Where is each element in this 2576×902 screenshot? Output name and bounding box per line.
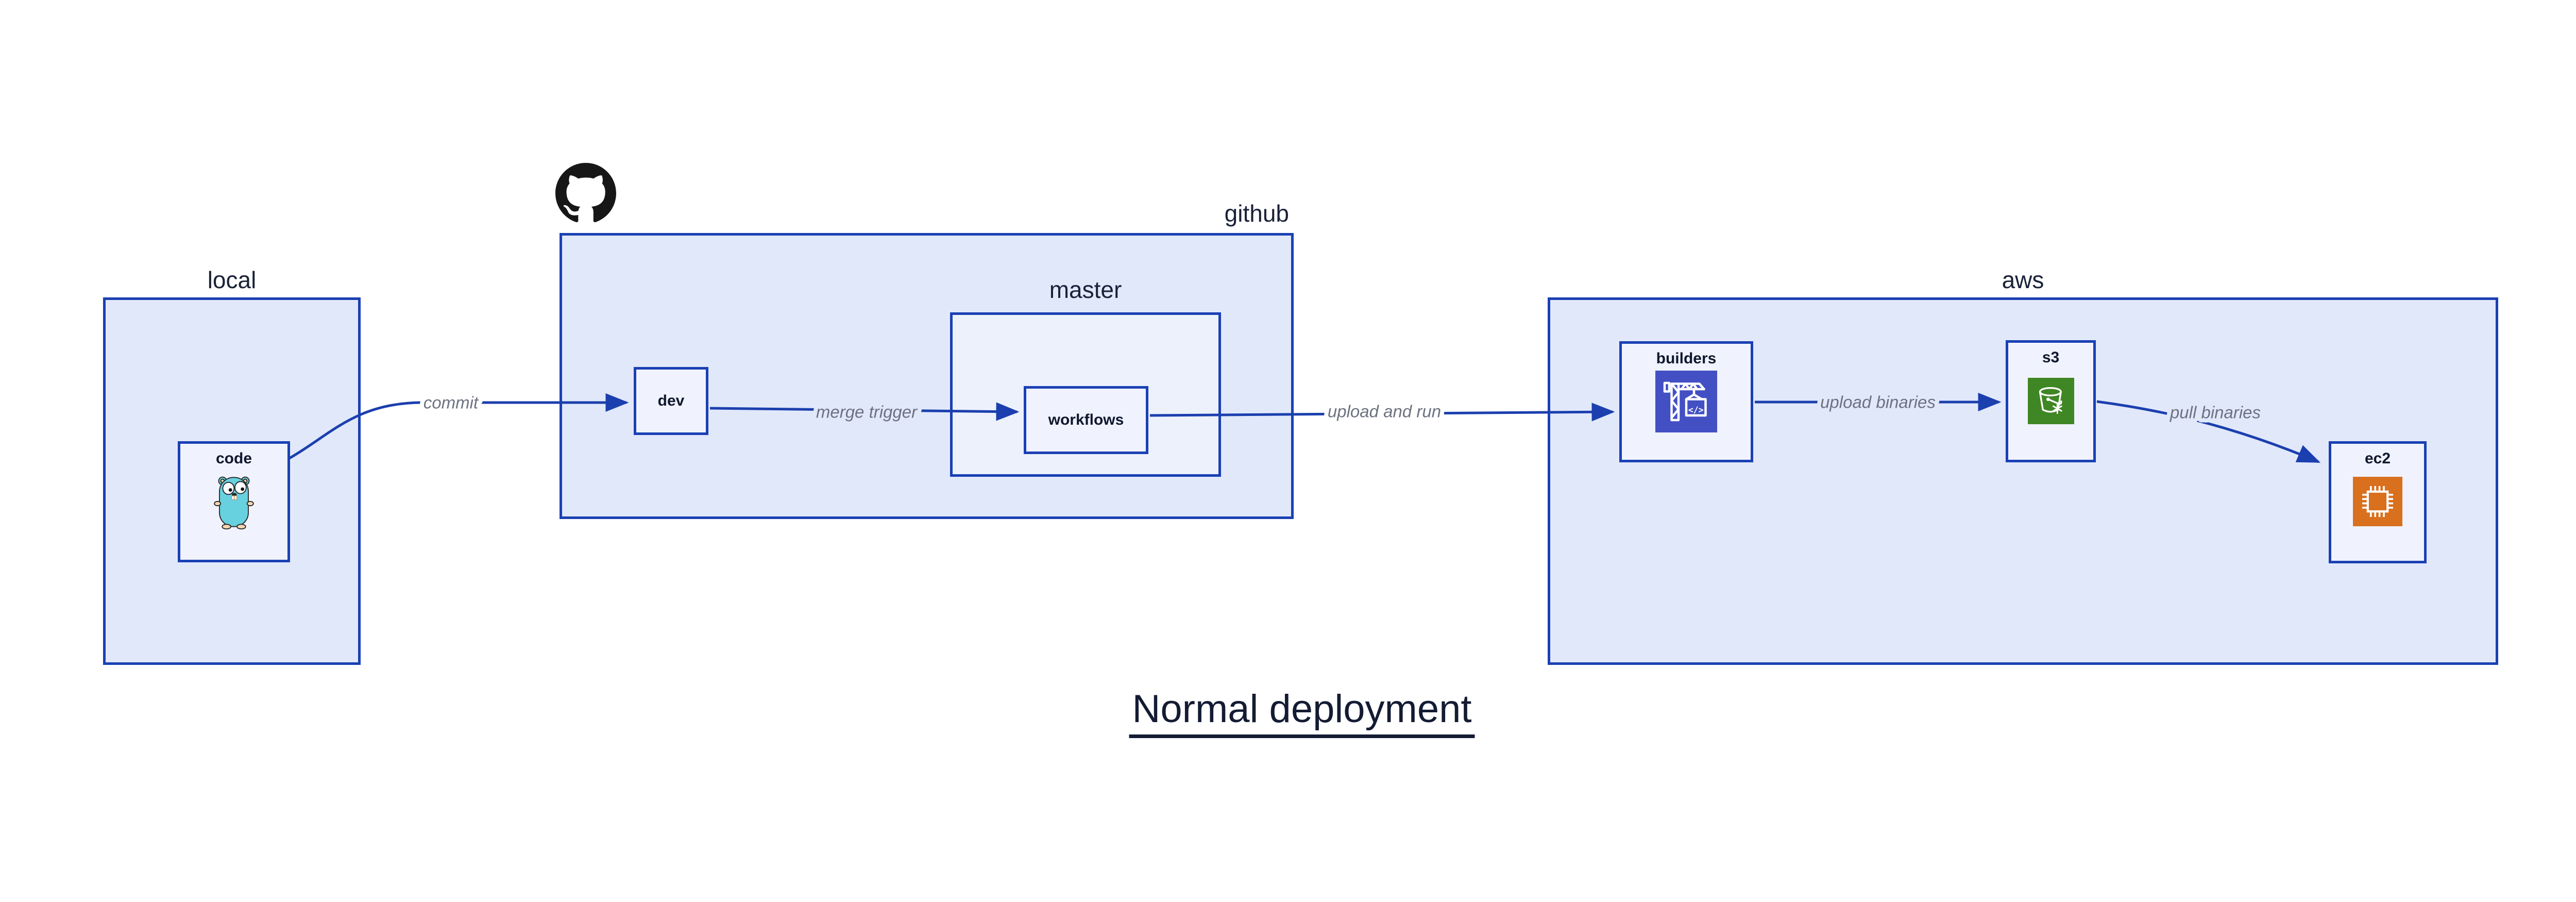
aws-codebuild-crane-icon: </> bbox=[1622, 371, 1751, 432]
node-dev: dev bbox=[634, 367, 708, 435]
group-local-title: local bbox=[207, 266, 257, 293]
node-s3-label: s3 bbox=[2042, 349, 2060, 366]
node-workflows-label: workflows bbox=[1048, 411, 1124, 428]
edge-upload-and-run-label: upload and run bbox=[1328, 402, 1441, 421]
diagram-title: Normal deployment bbox=[1129, 687, 1475, 738]
node-builders-label: builders bbox=[1656, 350, 1717, 367]
aws-s3-bucket-snowflake-icon bbox=[2008, 378, 2093, 424]
aws-ec2-chip-icon bbox=[2331, 477, 2424, 526]
node-code-label: code bbox=[215, 450, 252, 467]
go-gopher-graphic bbox=[214, 476, 254, 529]
node-ec2: ec2 bbox=[2329, 441, 2427, 563]
node-s3: s3 bbox=[2006, 340, 2096, 462]
group-aws-title: aws bbox=[2002, 266, 2044, 293]
aws-s3-graphic bbox=[2027, 378, 2074, 424]
node-ec2-label: ec2 bbox=[2364, 450, 2391, 467]
node-workflows: workflows bbox=[1024, 386, 1148, 454]
edge-commit-label: commit bbox=[423, 393, 479, 412]
aws-codebuild-graphic: </> bbox=[1655, 371, 1717, 432]
node-builders: builders </> bbox=[1619, 341, 1753, 462]
codebuild-code-glyph: </> bbox=[1688, 405, 1704, 415]
group-github-title: github bbox=[1224, 200, 1289, 227]
group-local: local code bbox=[103, 266, 361, 665]
node-code: code bbox=[178, 441, 290, 562]
go-gopher-icon bbox=[180, 475, 287, 529]
group-aws: aws builders bbox=[1548, 266, 2498, 665]
group-github: github dev master workflows bbox=[555, 163, 1294, 519]
node-dev-label: dev bbox=[657, 392, 685, 409]
github-octocat-logo-icon bbox=[555, 163, 616, 223]
group-master-title: master bbox=[1049, 276, 1122, 303]
group-master: master workflows bbox=[950, 276, 1221, 477]
aws-ec2-graphic bbox=[2353, 477, 2402, 526]
